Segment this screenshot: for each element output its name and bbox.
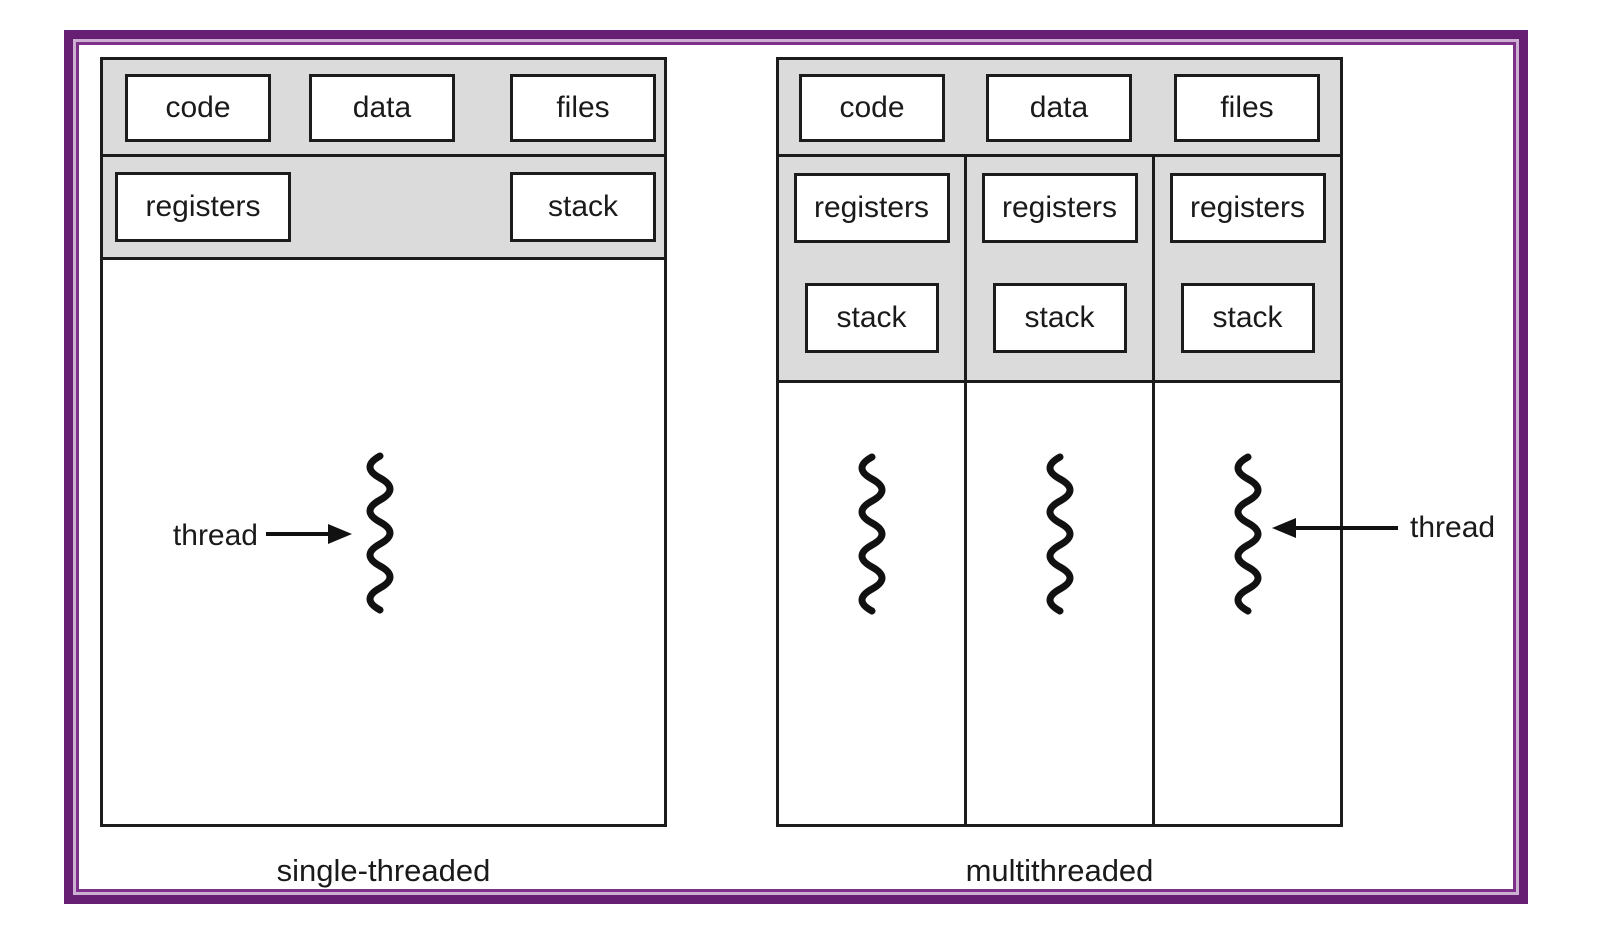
thread-label-left: thread — [172, 519, 258, 552]
files-label: files — [1220, 91, 1274, 124]
caption-multithreaded: multithreaded — [965, 853, 1154, 888]
data-box: data — [986, 74, 1132, 142]
thread-2-body — [967, 383, 1152, 824]
process-box-multithreaded: code data files registers stack — [776, 57, 1343, 827]
thread-squiggle-icon — [858, 453, 885, 615]
files-box: files — [1174, 74, 1320, 142]
thread-arrow-left-icon — [1272, 518, 1398, 538]
thread-2-state-section: registers stack — [967, 157, 1152, 383]
registers-label: registers — [145, 190, 261, 223]
registers-box: registers — [981, 173, 1138, 243]
thread-squiggle-icon — [1046, 453, 1073, 615]
thread-3-body — [1155, 383, 1340, 824]
stack-label: stack — [547, 190, 619, 223]
registers-box: registers — [1169, 173, 1326, 243]
data-box: data — [309, 74, 455, 142]
data-label: data — [352, 91, 412, 124]
thread-column-1: registers stack — [779, 157, 964, 824]
registers-box: registers — [793, 173, 950, 243]
registers-label: registers — [1001, 191, 1118, 224]
code-box: code — [125, 74, 271, 142]
single-thread-state-bar: registers stack — [103, 157, 664, 260]
thread-column-3: registers stack — [1152, 157, 1340, 824]
stack-label: stack — [1024, 301, 1095, 334]
thread-1-state-section: registers stack — [779, 157, 964, 383]
registers-label: registers — [813, 191, 930, 224]
code-label: code — [839, 91, 905, 124]
registers-label: registers — [1189, 191, 1306, 224]
code-box: code — [799, 74, 945, 142]
process-box-single-threaded: code data files registers stack — [100, 57, 667, 827]
stack-box: stack — [992, 283, 1127, 353]
thread-columns: registers stack registers — [779, 157, 1340, 824]
code-label: code — [165, 91, 231, 124]
thread-squiggle-icon — [366, 452, 394, 614]
single-shared-resources-bar: code data files — [103, 60, 664, 157]
thread-arrow-right-icon — [266, 524, 352, 544]
files-label: files — [556, 91, 610, 124]
stack-label: stack — [836, 301, 907, 334]
stack-box: stack — [1180, 283, 1315, 353]
files-box: files — [510, 74, 656, 142]
stack-box: stack — [510, 172, 656, 242]
thread-column-2: registers stack — [964, 157, 1152, 824]
thread-3-state-section: registers stack — [1155, 157, 1340, 383]
thread-squiggle-icon — [1234, 453, 1261, 615]
multi-shared-resources-bar: code data files — [779, 60, 1340, 157]
thread-label-right: thread — [1410, 511, 1496, 544]
stack-label: stack — [1212, 301, 1283, 334]
caption-single-threaded: single-threaded — [276, 853, 491, 888]
stack-box: stack — [804, 283, 939, 353]
thread-1-body — [779, 383, 964, 824]
registers-box: registers — [115, 172, 291, 242]
data-label: data — [1029, 91, 1089, 124]
